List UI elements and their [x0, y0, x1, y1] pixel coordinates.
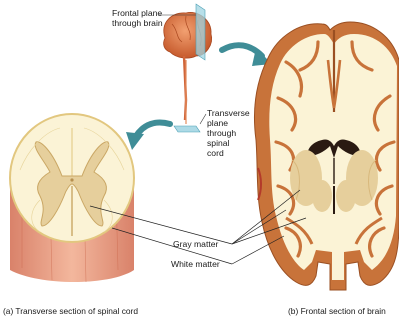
brain-frontal-section — [255, 22, 399, 290]
arrow-to-spinal-cord — [126, 123, 170, 151]
gray-matter-label: Gray matter — [173, 239, 218, 249]
frontal-plane — [196, 4, 205, 60]
white-matter-label: White matter — [171, 259, 220, 269]
transverse-plane-label: Transverse plane through spinal cord — [207, 108, 255, 158]
caption-brain: (b) Frontal section of brain — [288, 306, 386, 316]
frontal-plane-label-line1: Frontal plane — [112, 8, 172, 18]
arrow-to-brain — [222, 45, 272, 66]
transverse-plane — [174, 126, 200, 132]
transverse-plane-leader — [200, 114, 206, 124]
transverse-plane-label-line1: Transverse — [207, 108, 255, 118]
transverse-plane-label-line5: cord — [207, 148, 255, 158]
caption-spinal-cord: (a) Transverse section of spinal cord — [3, 306, 138, 316]
frontal-plane-label: Frontal plane through brain — [112, 8, 172, 28]
transverse-plane-label-line4: spinal — [207, 138, 255, 148]
spinal-cord-section — [10, 114, 134, 282]
transverse-plane-label-line2: plane — [207, 118, 255, 128]
transverse-plane-label-line3: through — [207, 128, 255, 138]
frontal-plane-label-line2: through brain — [112, 18, 172, 28]
